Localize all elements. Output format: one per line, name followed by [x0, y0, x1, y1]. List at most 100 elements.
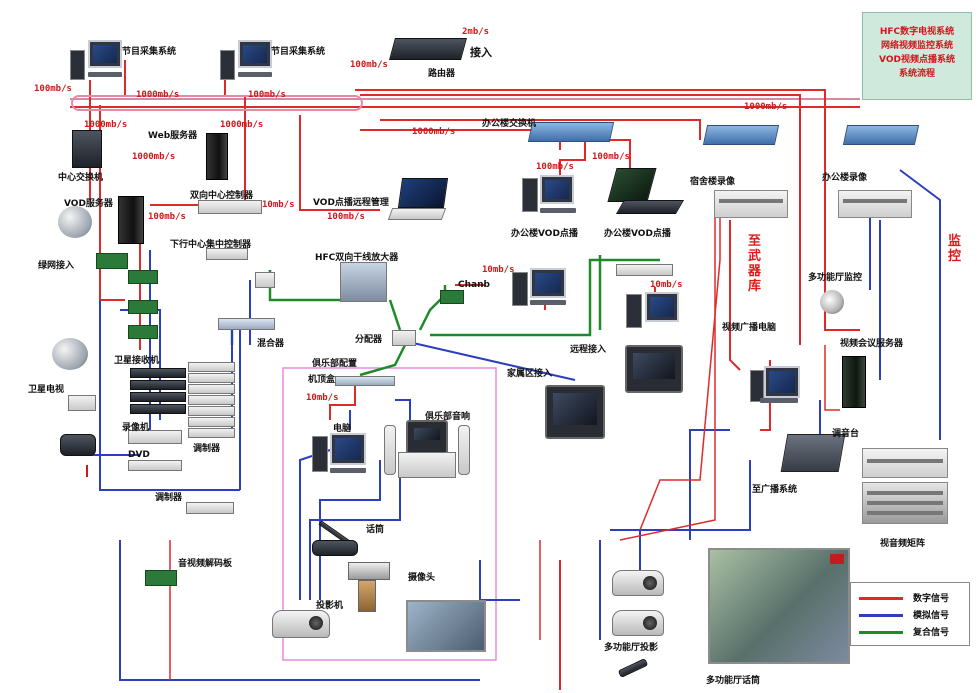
core-switch-device [72, 130, 102, 168]
rate-label: 1000mb/s [84, 120, 128, 130]
club-projector [272, 610, 330, 638]
remote-tv [625, 345, 683, 393]
down-controller-device [206, 248, 248, 260]
label-sat-receiver: 卫星接收机 [114, 356, 160, 366]
label-conf-server: 视频会议服务器 [840, 339, 904, 349]
rate-label: 100mb/s [327, 212, 365, 222]
legend-label: 数字信号 [913, 594, 950, 604]
label-modulator1: 调制器 [193, 444, 221, 454]
office-rec-switch-device [842, 125, 920, 145]
rate-label: 10mb/s [262, 200, 295, 210]
legend-swatch [859, 597, 903, 600]
label-club-config: 俱乐部配置 [312, 359, 358, 369]
antenna-icon [86, 465, 88, 477]
vod-server-device [118, 196, 144, 244]
rate-label: 10mb/s [650, 280, 683, 290]
label-club-audio: 俱乐部音响 [425, 412, 471, 422]
rate-label: 100mb/s [148, 212, 186, 222]
label-chanb: Chanb [458, 280, 490, 290]
multi-projector-2 [612, 610, 664, 636]
label-hfc-amp: HFC双向干线放大器 [315, 253, 399, 263]
network-card [128, 325, 158, 339]
legend-item-composite: 复合信号 [859, 625, 967, 639]
label-core-switch: 中心交换机 [58, 173, 104, 183]
multi-projector-1 [612, 570, 664, 596]
family-tv [545, 385, 605, 439]
dvd-device [128, 460, 182, 471]
green-net-dish [58, 206, 92, 238]
legend-swatch [859, 614, 903, 617]
title-line: HFC数字电视系统 [879, 27, 955, 37]
label-pc: 电脑 [333, 424, 352, 434]
rate-label: 100mb/s [350, 60, 388, 70]
av-decoder-card [145, 570, 177, 586]
dorm-recorder-device [714, 190, 788, 218]
dorm-switch-device [702, 125, 780, 145]
label-modulator2: 调制器 [155, 493, 183, 503]
rate-label: 100mb/s [248, 90, 286, 100]
office-recorder-device [838, 190, 912, 218]
legend-label: 复合信号 [913, 628, 950, 638]
legend-swatch [859, 631, 903, 634]
vcr-device [128, 430, 182, 444]
label-splitter: 分配器 [355, 335, 383, 345]
hfc-amplifier-device [340, 262, 387, 302]
multi-video-wall [708, 548, 850, 664]
legend-item-digital: 数字信号 [859, 591, 967, 605]
sat-splitter-device [68, 395, 96, 411]
title-line: 系统流程 [898, 69, 935, 79]
sat-receiver-device [130, 392, 186, 402]
router-device [389, 38, 467, 60]
label-av-matrix: 视音频矩阵 [880, 539, 926, 549]
coupler-device [255, 272, 275, 288]
armory-vertical-label: 至武器库 [748, 234, 762, 294]
rate-label: 1000mb/s [220, 120, 264, 130]
label-multi-mic: 多功能厅话筒 [706, 676, 761, 686]
label-prog1: 节目采集系统 [122, 47, 177, 57]
label-video-pc: 视频广播电脑 [722, 323, 777, 333]
legend-label: 模拟信号 [913, 611, 950, 621]
club-frame [282, 367, 497, 661]
label-prog2: 节目采集系统 [271, 47, 326, 57]
trunk-pipe [71, 95, 363, 111]
title-box: HFC数字电视系统 网络视频监控系统 VOD视频点播系统 系统流程 [862, 12, 972, 100]
label-multi-proj: 多功能厅投影 [604, 643, 659, 653]
combiner-device [218, 318, 275, 330]
title-line: VOD视频点播系统 [879, 55, 955, 65]
label-access: 接入 [470, 46, 492, 59]
label-down-controller: 下行中心集中控制器 [170, 240, 252, 250]
web-server-device [206, 133, 228, 180]
rate-label: 100mb/s [592, 152, 630, 162]
bi-controller-device [198, 200, 262, 214]
rate-label: 10mb/s [482, 265, 515, 275]
label-vod-remote: VOD点播远程管理 [313, 198, 389, 208]
rate-label: 1000mb/s [744, 102, 788, 112]
club-video-wall [406, 600, 486, 652]
label-green-net: 绿网接入 [38, 261, 75, 271]
dome-camera [820, 290, 844, 314]
rate-label: 100mb/s [536, 162, 574, 172]
network-card [96, 253, 128, 269]
label-dvd: DVD [128, 450, 150, 460]
analog-lines [90, 169, 941, 681]
rate-label: 2mb/s [462, 27, 490, 37]
label-sat-tv: 卫星电视 [28, 385, 65, 395]
label-combiner: 混合器 [257, 339, 285, 349]
legend-item-analog: 模拟信号 [859, 608, 967, 622]
label-dorm-recorder: 宿舍楼录像 [690, 177, 736, 187]
splitter-device [392, 330, 416, 346]
chanb-card [440, 290, 464, 304]
network-card [128, 270, 158, 284]
rate-label: 10mb/s [306, 393, 339, 403]
stb-device [335, 376, 395, 386]
label-router: 路由器 [428, 69, 456, 79]
sat-receiver-device [130, 380, 186, 390]
modulator-device [186, 502, 234, 514]
label-stb: 机顶盒 [308, 375, 336, 385]
label-office-recorder: 办公楼录像 [822, 173, 868, 183]
label-multi-monitor: 多功能厅监控 [808, 273, 863, 283]
label-projector: 投影机 [316, 601, 344, 611]
rate-label: 1000mb/s [412, 127, 456, 137]
label-office-vod1: 办公楼VOD点播 [511, 229, 578, 239]
sat-receiver-device [130, 404, 186, 414]
